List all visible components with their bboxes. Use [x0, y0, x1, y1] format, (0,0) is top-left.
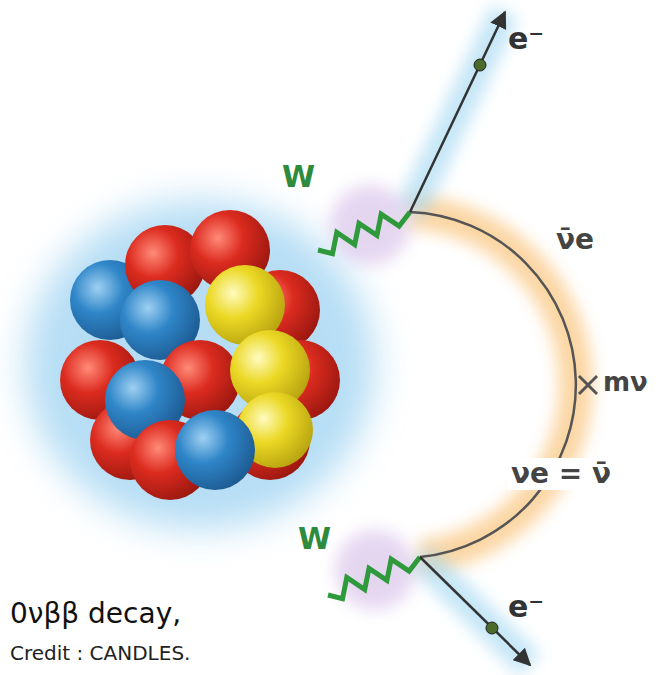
- mass-cross: [579, 376, 597, 394]
- credit-note: Credit : CANDLES.: [10, 642, 190, 665]
- electron-line: [410, 12, 505, 212]
- neutrino-line: [410, 212, 576, 557]
- w-boson-line: [328, 557, 420, 599]
- particle-label: ν̄e: [556, 224, 594, 256]
- particle-label: e⁻: [508, 22, 544, 57]
- mass-label: mν: [603, 368, 648, 398]
- boson-label: W: [298, 522, 331, 557]
- boson-label: W: [282, 160, 315, 195]
- glow: [25, 12, 576, 665]
- particle-label: νe = ν̄: [508, 458, 614, 490]
- electron-dot: [486, 622, 498, 634]
- electron-dot: [474, 59, 486, 71]
- w-boson-line: [318, 212, 410, 254]
- figure-caption: 0νββ decay,: [10, 598, 181, 630]
- nucleus: [60, 210, 340, 500]
- particle-label: e⁻: [508, 590, 544, 625]
